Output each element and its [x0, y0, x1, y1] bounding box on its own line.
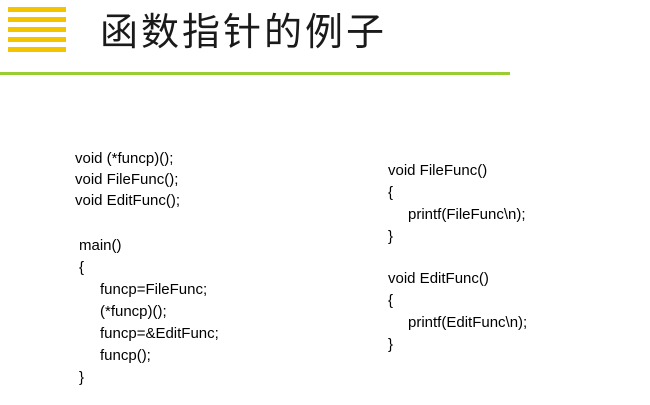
yellow-bars-logo-icon: [8, 7, 66, 53]
code-block-left: void (*funcp)(); void FileFunc(); void E…: [75, 150, 335, 390]
code-line: {: [388, 292, 394, 309]
code-line: void FileFunc(): [388, 162, 488, 179]
code-line: (*funcp)();: [100, 303, 167, 320]
logo-bar-3: [8, 27, 66, 32]
logo-bar-5: [8, 47, 66, 52]
code-line: }: [388, 228, 394, 245]
code-line: void (*funcp)();: [75, 150, 174, 167]
logo-bar-2: [8, 17, 66, 22]
code-line: }: [388, 336, 394, 353]
code-line: printf(FileFunc\n);: [408, 206, 526, 223]
title-underline: [0, 72, 510, 75]
code-line: void FileFunc();: [75, 171, 179, 188]
code-line: }: [79, 369, 85, 386]
code-line: funcp=&EditFunc;: [100, 325, 219, 342]
code-line: void EditFunc();: [75, 192, 181, 209]
code-line: void EditFunc(): [388, 270, 489, 287]
code-line: printf(EditFunc\n);: [408, 314, 528, 331]
code-line: main(): [79, 237, 122, 254]
code-line: funcp=FileFunc;: [100, 281, 208, 298]
code-block-right: void FileFunc() { printf(FileFunc\n); } …: [388, 162, 638, 362]
code-line: {: [388, 184, 394, 201]
logo-bar-1: [8, 7, 66, 12]
logo-bar-4: [8, 37, 66, 42]
code-line: {: [79, 259, 85, 276]
code-line: funcp();: [100, 347, 151, 364]
slide-title: 函数指针的例子: [100, 10, 388, 54]
